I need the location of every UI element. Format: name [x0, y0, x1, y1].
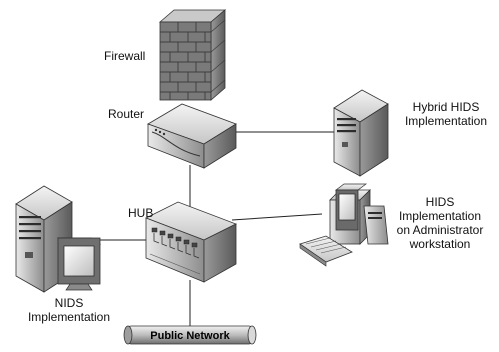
nids-label-line-1: NIDS [54, 296, 84, 310]
nids-monitor-icon [56, 237, 102, 291]
router-label: Router [108, 107, 145, 121]
admin-workstation-icon [299, 183, 389, 267]
hids-admin-label-line-1: HIDS [425, 195, 455, 209]
hybrid-hids-label-line-2: Implementation [404, 114, 488, 128]
hybrid-hids-server-icon [333, 89, 389, 177]
firewall-label: Firewall [104, 49, 146, 63]
hids-admin-label-line-4: workstation [409, 237, 471, 251]
hids-admin-label-line-3: on Administrator [396, 223, 484, 237]
nids-label: NIDS Implementation [14, 296, 124, 324]
public-network-pipe: Public Network [123, 325, 257, 345]
router-icon [147, 103, 237, 169]
hids-admin-label-line-2: Implementation [398, 209, 482, 223]
hybrid-hids-label-line-1: Hybrid HIDS [412, 100, 480, 114]
public-network-label: Public Network [150, 330, 230, 342]
link-hub-admin-workstation [231, 213, 323, 221]
nids-label-line-2: Implementation [27, 310, 111, 324]
firewall-icon [158, 9, 227, 101]
connection-lines [98, 131, 334, 326]
hub-icon [145, 201, 237, 283]
hybrid-hids-label: Hybrid HIDS Implementation [396, 100, 496, 128]
hub-label: HUB [128, 206, 154, 220]
hids-admin-label: HIDS Implementation on Administrator wor… [382, 195, 498, 251]
